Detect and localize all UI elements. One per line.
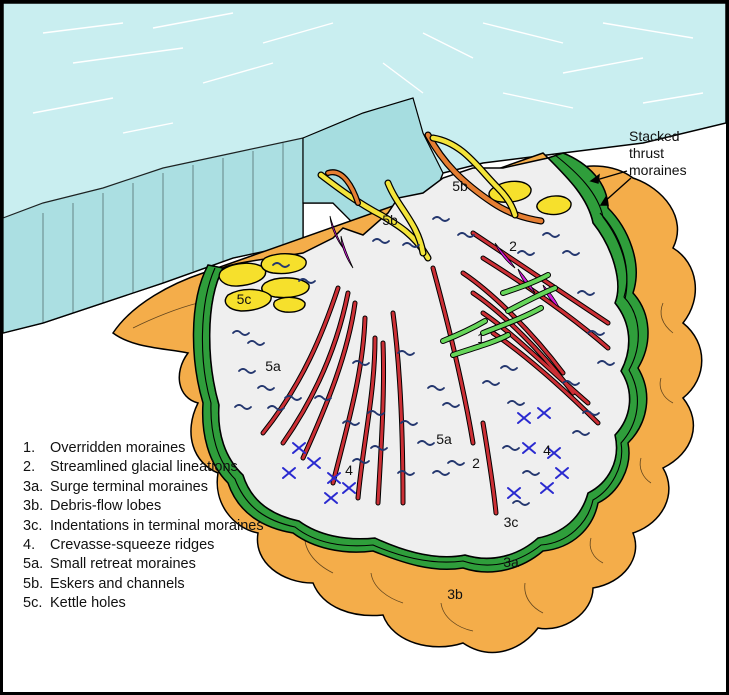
legend-text: Small retreat moraines (50, 555, 323, 574)
label-surge-terminal: 3a (503, 554, 519, 570)
label-crevasse-b: 4 (543, 442, 551, 458)
label-esker-a: 5b (382, 212, 398, 228)
legend-item: 5b. Eskers and channels (23, 575, 323, 594)
legend-text: Eskers and channels (50, 575, 323, 594)
legend-item: 2. Streamlined glacial lineations (23, 458, 323, 477)
legend-number: 5b. (23, 575, 50, 594)
label-indentation: 3c (504, 514, 519, 530)
label-retreat-b: 5a (436, 431, 452, 447)
label-crevasse-a: 4 (345, 462, 353, 478)
legend-number: 3b. (23, 497, 50, 516)
legend-item: 3b. Debris-flow lobes (23, 497, 323, 516)
legend-text: Kettle holes (50, 594, 323, 613)
legend-text: Indentations in terminal moraines (50, 517, 323, 536)
legend-item: 5c. Kettle holes (23, 594, 323, 613)
legend-text: Overridden moraines (50, 439, 323, 458)
legend-item: 1. Overridden moraines (23, 439, 323, 458)
label-streamlined-a: 2 (509, 238, 517, 254)
legend-item: 5a. Small retreat moraines (23, 555, 323, 574)
legend-text: Streamlined glacial lineations (50, 458, 323, 477)
legend-item: 3a. Surge terminal moraines (23, 478, 323, 497)
label-stacked-thrust-line3: moraines (629, 162, 687, 178)
label-debris-flow: 3b (447, 586, 463, 602)
legend-number: 2. (23, 458, 50, 477)
label-overridden-moraines: 1 (477, 330, 485, 346)
legend: 1. Overridden moraines 2. Streamlined gl… (23, 439, 323, 614)
legend-text: Crevasse-squeeze ridges (50, 536, 323, 555)
label-esker-b: 5b (452, 178, 468, 194)
legend-item: 4. Crevasse-squeeze ridges (23, 536, 323, 555)
legend-number: 1. (23, 439, 50, 458)
label-stacked-thrust-line2: thrust (629, 145, 664, 161)
label-streamlined-b: 2 (472, 455, 480, 471)
legend-number: 5a. (23, 555, 50, 574)
legend-item: 3c. Indentations in terminal moraines (23, 517, 323, 536)
label-kettle: 5c (237, 291, 252, 307)
label-stacked-thrust-line1: Stacked (629, 128, 680, 144)
legend-text: Surge terminal moraines (50, 478, 323, 497)
legend-text: Debris-flow lobes (50, 497, 323, 516)
legend-number: 4. (23, 536, 50, 555)
legend-number: 3a. (23, 478, 50, 497)
label-retreat-a: 5a (265, 358, 281, 374)
legend-number: 3c. (23, 517, 50, 536)
legend-number: 5c. (23, 594, 50, 613)
